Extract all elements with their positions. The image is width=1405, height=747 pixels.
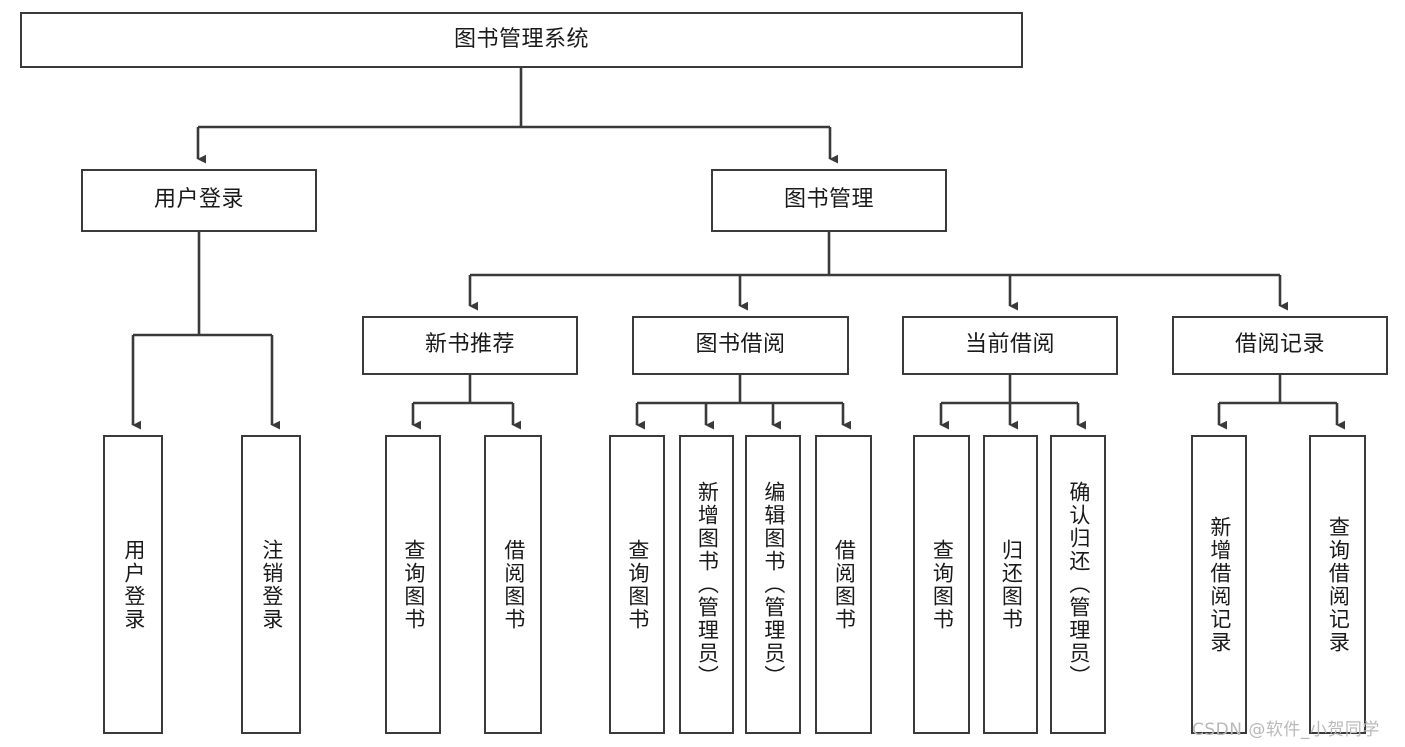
node-label: 当前借阅 — [964, 332, 1055, 358]
node-leaf-add-book[interactable]: 新增图书（管理员） — [679, 435, 734, 734]
node-label: 归还图书 — [999, 538, 1024, 631]
node-borrow-record[interactable]: 借阅记录 — [1172, 316, 1388, 375]
node-leaf-logout[interactable]: 注销登录 — [241, 435, 301, 734]
node-label: 新增图书（管理员） — [695, 481, 720, 688]
node-label: 图书借阅 — [695, 332, 786, 358]
node-label: 确认归还（管理员） — [1066, 481, 1091, 688]
node-leaf-query-book-1[interactable]: 查询图书 — [385, 435, 441, 734]
node-label: 图书管理系统 — [453, 26, 589, 52]
node-label: 借阅图书 — [832, 538, 857, 631]
node-label: 查询图书 — [625, 538, 650, 631]
node-leaf-query-borrow-record[interactable]: 查询借阅记录 — [1309, 435, 1366, 734]
node-label: 用户登录 — [121, 538, 146, 631]
node-label: 用户登录 — [153, 187, 244, 213]
node-label: 查询图书 — [401, 538, 426, 631]
node-leaf-confirm-return[interactable]: 确认归还（管理员） — [1050, 435, 1106, 734]
node-current-borrow[interactable]: 当前借阅 — [902, 316, 1118, 375]
node-label: 注销登录 — [259, 538, 284, 631]
node-leaf-return-book[interactable]: 归还图书 — [983, 435, 1038, 734]
node-leaf-edit-book[interactable]: 编辑图书（管理员） — [745, 435, 801, 734]
node-label: 新书推荐 — [424, 332, 515, 358]
node-label: 编辑图书（管理员） — [761, 481, 786, 688]
node-leaf-borrow-book-2[interactable]: 借阅图书 — [815, 435, 872, 734]
node-book-borrow[interactable]: 图书借阅 — [632, 316, 849, 375]
node-label: 新增借阅记录 — [1207, 515, 1232, 654]
node-label: 借阅图书 — [501, 538, 526, 631]
node-book-manage[interactable]: 图书管理 — [711, 169, 947, 232]
node-leaf-query-book-3[interactable]: 查询图书 — [913, 435, 970, 734]
node-leaf-query-book-2[interactable]: 查询图书 — [609, 435, 665, 734]
node-label: 借阅记录 — [1234, 332, 1325, 358]
node-label: 查询借阅记录 — [1326, 515, 1351, 654]
node-user-login[interactable]: 用户登录 — [81, 169, 317, 232]
node-new-book-recommend[interactable]: 新书推荐 — [362, 316, 578, 375]
csdn-watermark: CSDN @软件_小贺同学 — [1192, 720, 1380, 740]
node-book-management-system[interactable]: 图书管理系统 — [20, 12, 1023, 68]
node-leaf-add-borrow-record[interactable]: 新增借阅记录 — [1191, 435, 1247, 734]
node-leaf-borrow-book-1[interactable]: 借阅图书 — [484, 435, 542, 734]
node-label: 图书管理 — [783, 187, 874, 213]
node-label: 查询图书 — [930, 538, 955, 631]
node-leaf-user-login[interactable]: 用户登录 — [103, 435, 163, 734]
